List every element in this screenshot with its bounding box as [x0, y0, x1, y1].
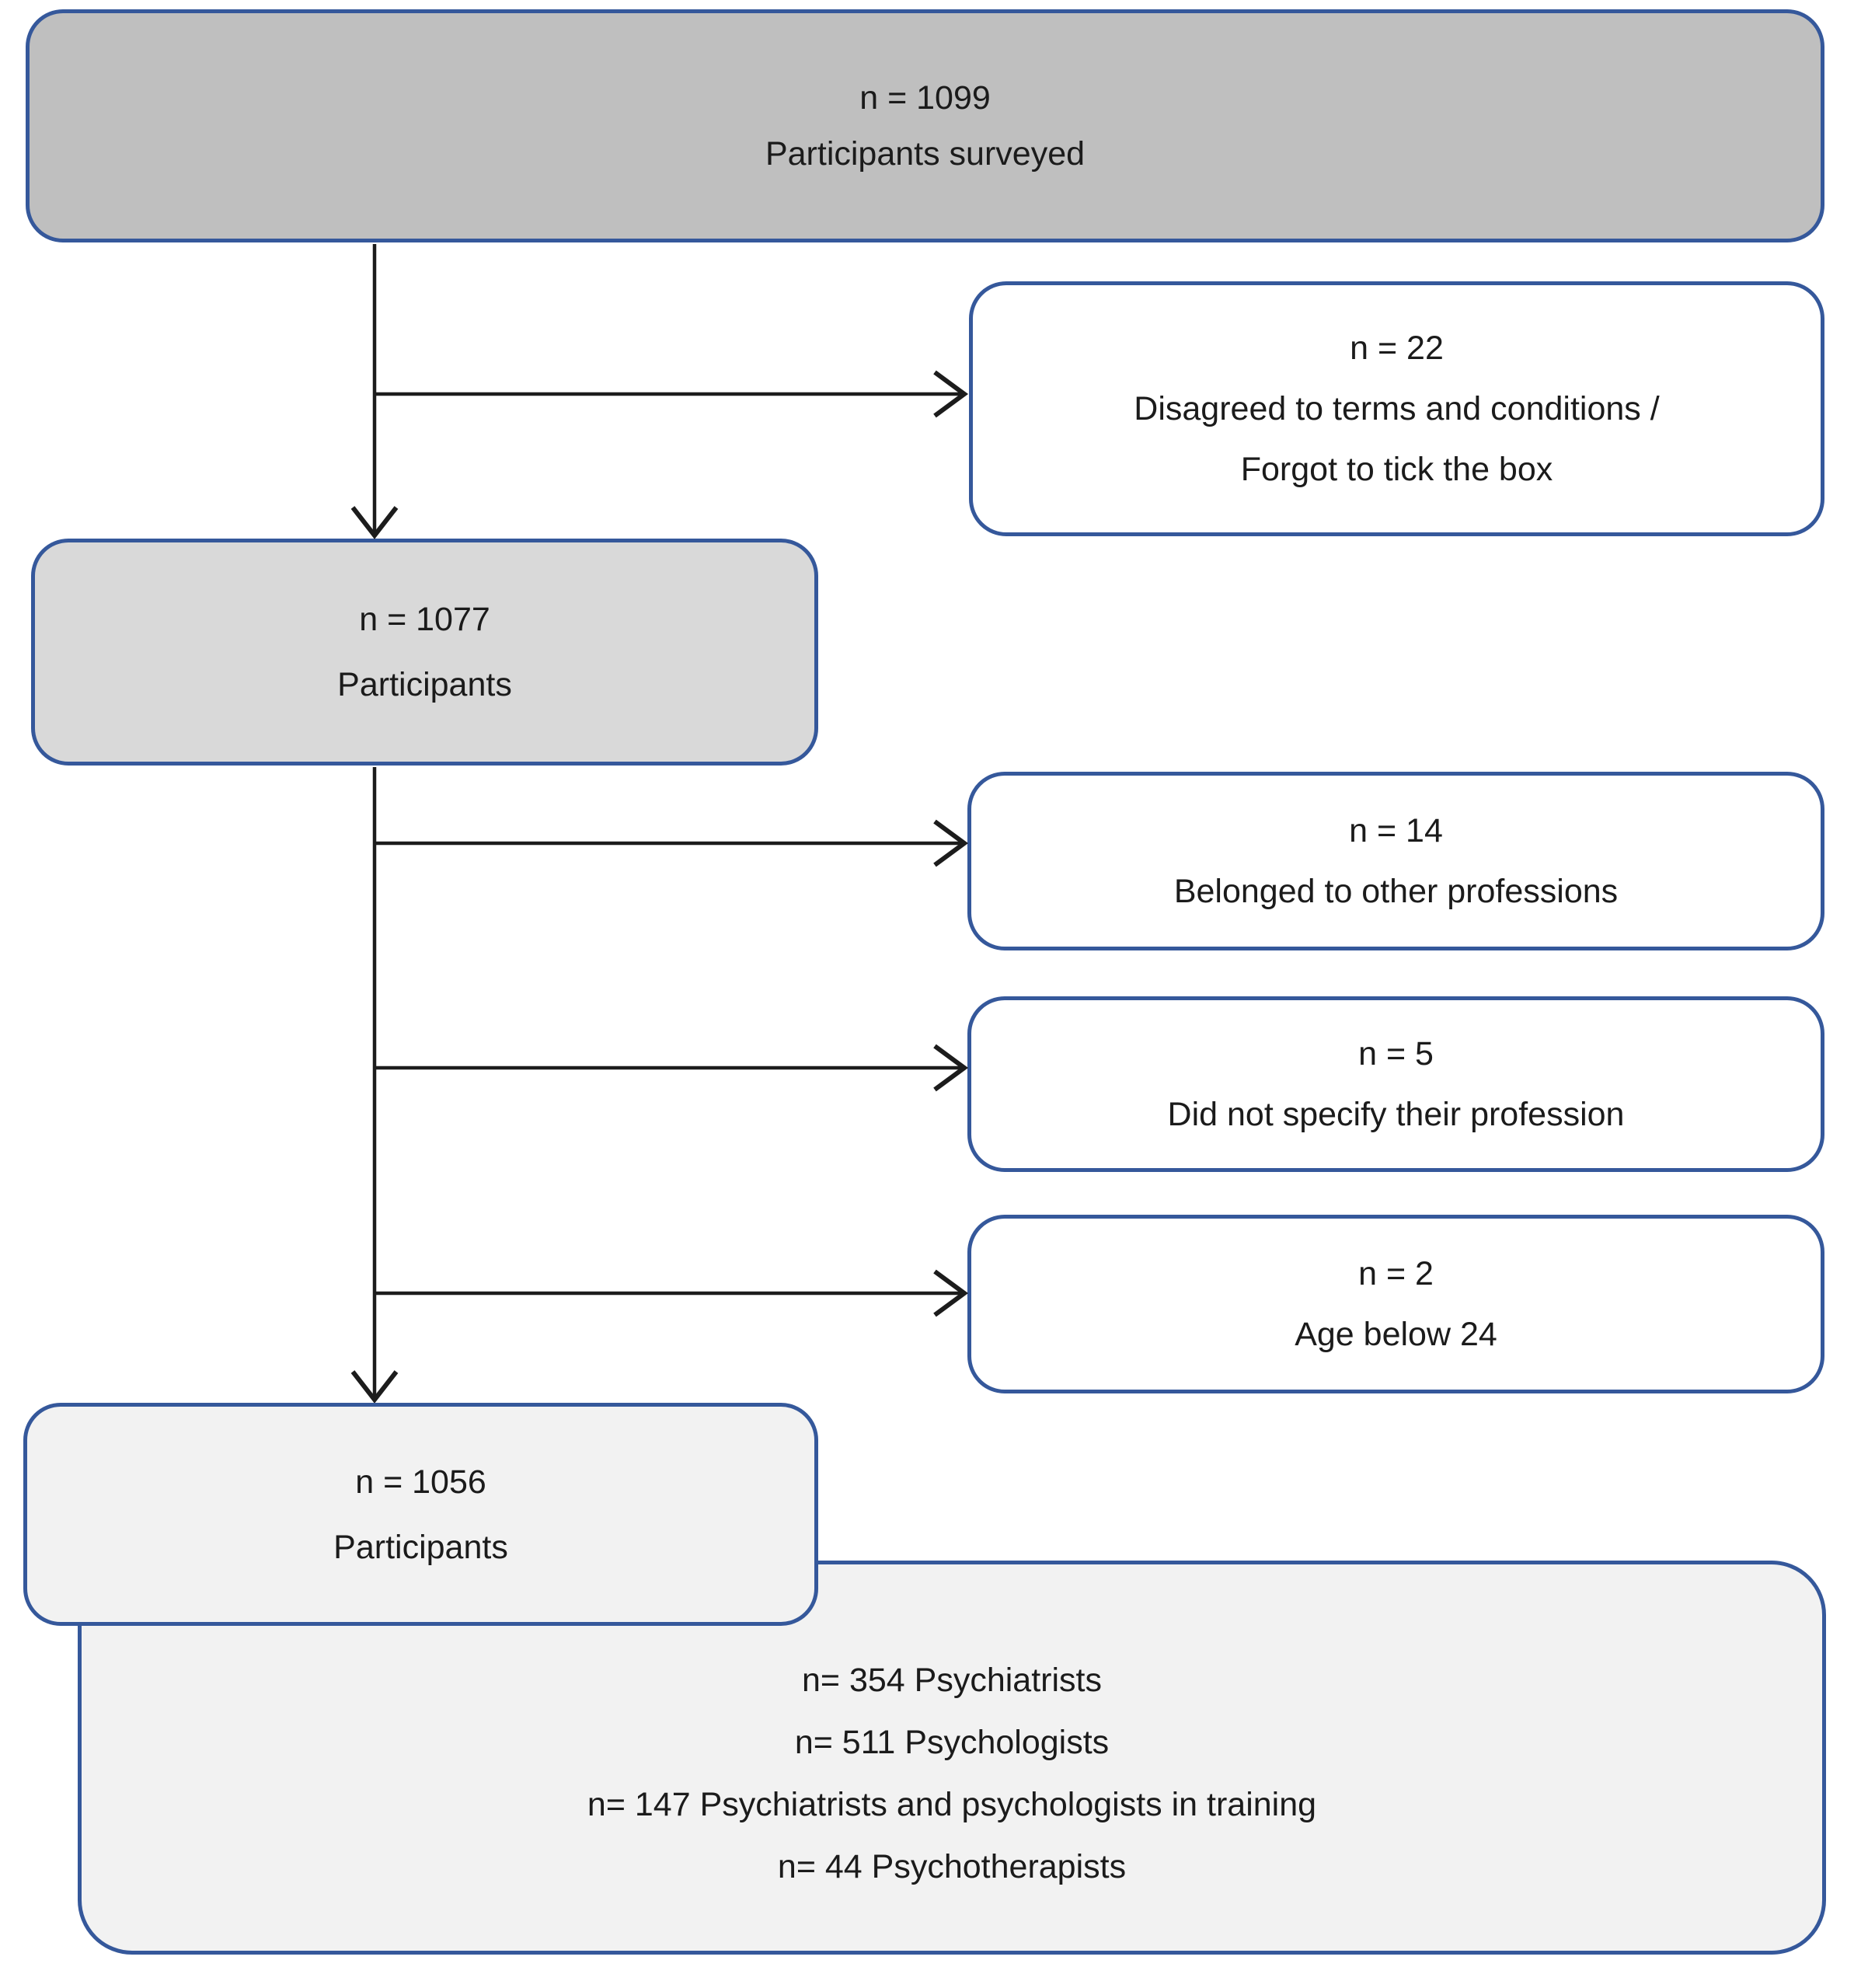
excluded-age-label: Age below 24: [1295, 1316, 1497, 1353]
composition-line-psychiatrists: n= 354 Psychiatrists: [802, 1661, 1102, 1699]
box-participants-1056: n = 1056 Participants: [23, 1403, 818, 1626]
arrowhead-branch-n14: [933, 819, 969, 867]
participants-1056-label: Participants: [333, 1528, 508, 1566]
arrowhead-down-2: [350, 1370, 399, 1404]
participants-1077-count: n = 1077: [359, 601, 490, 638]
box-excluded-age: n = 2 Age below 24: [967, 1215, 1824, 1393]
box-excluded-terms: n = 22 Disagreed to terms and conditions…: [969, 281, 1824, 536]
arrowhead-branch-n5: [933, 1044, 969, 1092]
arrowhead-branch-n22: [933, 370, 969, 418]
box-participants-1077: n = 1077 Participants: [31, 539, 818, 766]
excluded-unspecified-label: Did not specify their profession: [1167, 1096, 1625, 1133]
participants-surveyed-label: Participants surveyed: [765, 135, 1086, 173]
composition-line-psychologists: n= 511 Psychologists: [794, 1723, 1110, 1761]
excluded-other-professions-label: Belonged to other professions: [1173, 873, 1619, 910]
box-excluded-unspecified-profession: n = 5 Did not specify their profession: [967, 996, 1824, 1172]
arrowhead-branch-n2: [933, 1269, 969, 1317]
excluded-age-count: n = 2: [1358, 1255, 1434, 1292]
composition-line-psychotherapists: n= 44 Psychotherapists: [777, 1847, 1127, 1885]
excluded-terms-line2: Forgot to tick the box: [1240, 451, 1553, 488]
composition-line-in-training: n= 147 Psychiatrists and psychologists i…: [587, 1785, 1317, 1823]
box-excluded-other-professions: n = 14 Belonged to other professions: [967, 772, 1824, 950]
excluded-terms-count: n = 22: [1350, 330, 1444, 367]
participants-surveyed-count: n = 1099: [859, 79, 991, 117]
excluded-other-professions-count: n = 14: [1349, 812, 1443, 849]
box-composition: n= 354 Psychiatrists n= 511 Psychologist…: [78, 1561, 1826, 1955]
participants-1077-label: Participants: [337, 666, 512, 703]
arrowhead-down-1: [350, 506, 399, 539]
excluded-terms-line1: Disagreed to terms and conditions /: [1134, 390, 1660, 427]
box-participants-surveyed: n = 1099 Participants surveyed: [26, 9, 1824, 242]
participants-1056-count: n = 1056: [355, 1463, 486, 1501]
excluded-unspecified-count: n = 5: [1358, 1035, 1434, 1072]
